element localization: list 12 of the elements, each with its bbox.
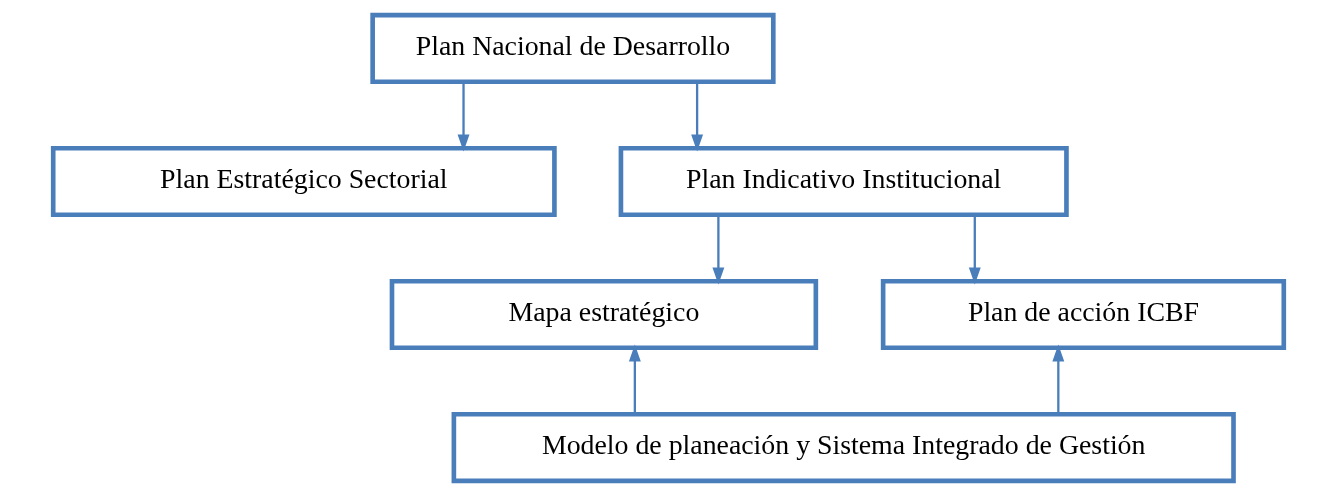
arrow [691, 81, 704, 151]
node-box: Plan Indicativo Institucional [618, 145, 1069, 217]
arrow [712, 214, 725, 284]
node-box: Plan de acción ICBF [880, 278, 1287, 350]
arrow [628, 344, 641, 414]
node-box: Mapa estratégico [389, 278, 819, 350]
node-box: Modelo de planeación y Sistema Integrado de Gestión [451, 411, 1236, 483]
node-box: Plan Nacional de Desarrollo [370, 12, 776, 84]
arrow [1052, 344, 1065, 414]
arrow [457, 81, 470, 151]
arrow [968, 214, 981, 284]
node-box: Plan Estratégico Sectorial [50, 145, 557, 217]
